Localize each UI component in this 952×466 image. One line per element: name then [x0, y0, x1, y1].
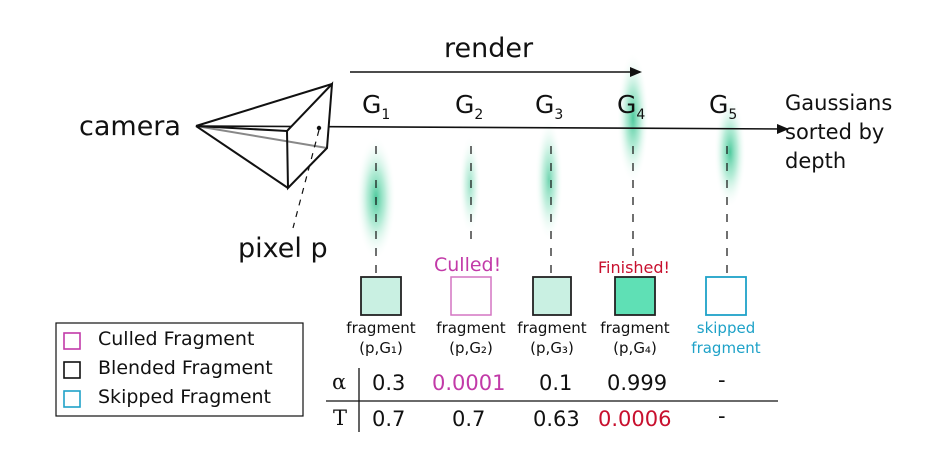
fragment-box-2	[450, 276, 492, 316]
gaussian-5-blob	[714, 96, 746, 208]
gaussian-label-2: G2	[455, 90, 484, 123]
legend-swatch-blended	[63, 361, 81, 379]
fragment-caption-3: fragment (p,G₃)	[517, 319, 587, 357]
fragment-box-1	[360, 276, 402, 316]
projection-lines	[375, 146, 728, 276]
axis-label-line2: sorted by	[785, 120, 885, 144]
alpha-value-1: 0.3	[372, 371, 406, 395]
t-value-4: 0.0006	[598, 407, 672, 431]
gaussian-4-blob	[617, 52, 649, 184]
alpha-value-4: 0.999	[607, 371, 668, 395]
axis-label: Gaussians sorted by depth	[785, 89, 892, 176]
t-value-5: -	[718, 404, 726, 428]
camera-frustum	[195, 81, 334, 191]
alpha-value-5: -	[718, 368, 726, 392]
gaussian-2-blob	[459, 135, 481, 235]
t-symbol: T	[333, 406, 348, 430]
fragment-caption-5: skipped fragment	[691, 319, 761, 357]
legend-swatch-culled	[63, 332, 81, 350]
axis-label-line3: depth	[785, 149, 847, 173]
legend-frame	[55, 322, 304, 417]
alpha-value-2: 0.0001	[432, 371, 506, 395]
legend-swatch-skipped	[63, 390, 81, 408]
fragment-caption-2: fragment (p,G₂)	[436, 319, 506, 357]
alpha-value-3: 0.1	[539, 371, 573, 395]
legend-label-blended: Blended Fragment	[98, 357, 273, 379]
t-value-3: 0.63	[533, 407, 580, 431]
gaussian-label-1: G1	[362, 90, 391, 123]
render-label: render	[444, 33, 534, 64]
finished-annotation: Finished!	[598, 258, 670, 277]
fragment-caption-1: fragment (p,G₁)	[346, 319, 416, 357]
gaussian-3-blob	[535, 118, 563, 242]
t-value-2: 0.7	[452, 407, 486, 431]
gaussian-label-5: G5	[709, 90, 738, 123]
fragment-box-5	[705, 276, 747, 316]
gaussian-label-4: G4	[617, 90, 646, 123]
depth-axis-arrow	[195, 123, 789, 134]
legend-label-skipped: Skipped Fragment	[98, 386, 272, 408]
culled-annotation: Culled!	[434, 254, 502, 276]
t-value-1: 0.7	[372, 407, 406, 431]
pixel-pointer	[292, 129, 320, 229]
axis-label-line1: Gaussians	[785, 91, 893, 115]
gaussian-label-3: G3	[535, 90, 564, 123]
fragment-caption-4: fragment (p,G₄)	[600, 319, 670, 357]
pixel-marker	[316, 125, 322, 131]
camera-label: camera	[79, 111, 181, 142]
pixel-label: pixel p	[238, 233, 328, 264]
legend-label-culled: Culled Fragment	[98, 328, 255, 350]
fragment-box-3	[532, 276, 572, 316]
fragment-box-4	[614, 276, 656, 316]
alpha-symbol: α	[332, 370, 347, 394]
